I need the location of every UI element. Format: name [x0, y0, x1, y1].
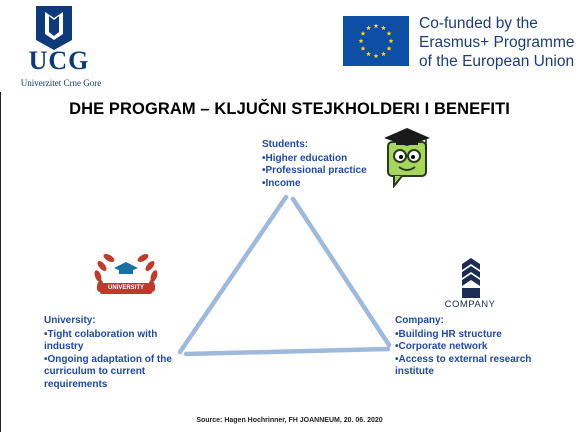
university-group: University: •Tight colaboration with ind… — [44, 315, 194, 391]
triangle-edge-left — [177, 194, 289, 355]
students-item: •Higher education — [262, 152, 348, 164]
ucg-logo-subtitle: Univerzitet Crne Gore — [20, 78, 102, 88]
company-logo-label: COMPANY — [444, 299, 496, 310]
university-emblem-text: UNIVERSITY — [107, 285, 144, 291]
company-item: •Building HR structure — [395, 328, 502, 340]
ucg-shield-icon — [36, 6, 72, 50]
company-group: Company: •Building HR structure •Corpora… — [395, 315, 565, 379]
eu-star-icon — [358, 38, 364, 44]
company-heading: Company: — [395, 315, 444, 326]
university-laurel-icon — [94, 254, 158, 294]
eu-star-icon — [360, 30, 366, 36]
eu-star-icon — [381, 25, 386, 31]
eu-star-icon — [373, 53, 379, 59]
ucg-logo: UCG Univerzitet Crne Gore — [4, 4, 112, 92]
triangle-edge-bottom — [183, 346, 391, 357]
university-item: •Tight colaboration with industry — [44, 328, 158, 353]
eu-star-icon — [360, 45, 366, 51]
company-logo-icon — [462, 258, 480, 298]
eu-star-icon — [373, 23, 379, 29]
eu-text: Co-funded by the Erasmus+ Programme of t… — [419, 14, 574, 71]
eu-star-icon — [386, 45, 392, 51]
university-item: •Ongoing adaptation of the curriculum to… — [44, 353, 172, 390]
eu-star-icon — [366, 51, 371, 57]
eu-line-3: of the European Union — [419, 53, 575, 70]
students-item: •Income — [262, 177, 301, 189]
company-item: •Access to external research institute — [395, 353, 532, 378]
eu-star-icon — [386, 30, 392, 36]
university-heading: University: — [44, 315, 96, 326]
company-item: •Corporate network — [395, 341, 488, 352]
graduate-mascot-icon — [384, 128, 430, 188]
students-item: •Professional practice — [262, 165, 367, 176]
source-note: Source: Hagen Hochrinner, FH JOANNEUM, 2… — [196, 417, 383, 424]
eu-line-2: Erasmus+ Programme — [419, 34, 575, 51]
ucg-logo-text: UCG — [28, 46, 90, 75]
eu-flag-icon — [343, 16, 409, 66]
eu-star-icon — [366, 25, 371, 31]
eu-star-icon — [388, 38, 394, 44]
eu-line-1: Co-funded by the — [419, 15, 538, 32]
slide-title: DHE PROGRAM – KLJUČNI STEJKHOLDERI I BEN… — [69, 100, 510, 118]
students-group: Students: •Higher education •Professiona… — [262, 139, 387, 190]
left-rule — [0, 92, 1, 432]
eu-cofunded-block: Co-funded by the Erasmus+ Programme of t… — [343, 14, 579, 82]
students-heading: Students: — [262, 139, 309, 150]
eu-star-icon — [381, 51, 386, 57]
triangle-edge-right — [290, 196, 392, 348]
